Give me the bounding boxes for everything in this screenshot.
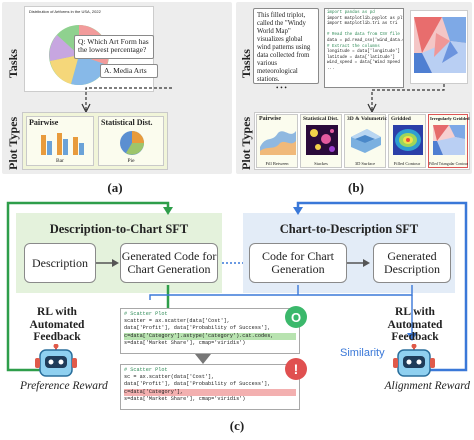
- panel-a-tasks-label: Tasks: [6, 49, 20, 78]
- bar-chart-thumbnail: [41, 133, 84, 155]
- plot-type-card-filled-triangular-contour: Irregularly Gridded Filled Triangular Co…: [428, 114, 470, 168]
- preference-reward-label: Preference Reward: [20, 380, 108, 392]
- description-bubble: This filled triplot, called the "Windy W…: [253, 8, 319, 84]
- good-badge-symbol: O: [290, 309, 302, 325]
- code-line: data = pd.read_csv('wind_data.csv'): [327, 38, 403, 43]
- similarity-label: Similarity: [340, 347, 385, 359]
- filled-contour-thumbnail: [393, 125, 423, 155]
- description-box-label: Description: [32, 255, 88, 270]
- rl-right-label: RL with Automated Feedback: [387, 306, 443, 343]
- bad-badge: !: [285, 358, 307, 380]
- code-line: latitude = data['latitude']: [327, 55, 395, 60]
- down-arrow-icon: [193, 352, 213, 366]
- plot-type-title: Pairwise: [259, 116, 281, 122]
- code-line: data['Profit'], data['Probability of Suc…: [124, 325, 271, 332]
- wind-map-thumbnail: [410, 10, 468, 84]
- plot-type-caption: Stackes: [314, 161, 328, 166]
- plot-type-caption: Bar: [56, 158, 64, 164]
- plot-type-title: Gridded: [391, 116, 411, 122]
- generated-code-box: Generated Code for Chart Generation: [120, 243, 218, 283]
- plot-type-card-stackes: Statistical Dist. Stackes: [300, 114, 342, 168]
- wind-map-graphic: [414, 17, 466, 73]
- plot-type-title: Irregularly Gridded: [430, 116, 470, 121]
- plot-type-caption: 3D Surface: [354, 161, 376, 166]
- left-sft-title: Description-to-Chart SFT: [49, 222, 189, 236]
- code-line: data['Profit'], data['Probability of Suc…: [124, 381, 271, 388]
- code-line: sc = ax.scatter(data['Cost'],: [124, 374, 215, 381]
- description-ellipsis: • • •: [276, 84, 287, 92]
- code-line: c=data['Category'].astype('category').ca…: [124, 332, 296, 340]
- plot-type-card-fill-between: Pairwise Fill Between: [256, 114, 298, 168]
- plot-type-title: Pairwise: [29, 118, 59, 127]
- code-line: import matplotlib.tri as tri: [327, 22, 398, 27]
- stackes-thumbnail: [306, 125, 338, 155]
- code-line: scatter = ax.scatter(data['Cost'],: [124, 318, 230, 325]
- fill-between-thumbnail: [260, 131, 296, 155]
- plot-type-caption: Filled Contour: [393, 161, 421, 166]
- code-line: # Scatter Plot: [124, 311, 168, 317]
- plot-type-caption: Pie: [127, 158, 135, 164]
- code-box-label: Code for Chart Generation: [262, 249, 334, 276]
- code-line: c=data['Category'],: [124, 388, 296, 396]
- code-line: # Extract the columns: [327, 44, 380, 49]
- code-line: # Scatter Plot: [124, 367, 168, 373]
- robot-icon-right: [392, 343, 436, 380]
- plot-type-title: Statistical Dist.: [101, 118, 153, 127]
- code-line: s=data['Market Share'], cmap='viridis'): [124, 395, 246, 402]
- plot-type-caption: Fill Between: [265, 161, 289, 166]
- panel-b-caption: (b): [348, 180, 364, 195]
- description-text: This filled triplot, called the "Windy W…: [257, 12, 311, 83]
- 3d-surface-thumbnail: [351, 129, 381, 153]
- panel-c-caption: (c): [229, 418, 245, 433]
- answer-bubble: A. Media Arts: [100, 64, 158, 78]
- code-line: ...: [327, 66, 335, 71]
- generated-code-box-label: Generated Code for Chart Generation: [121, 249, 217, 276]
- robot-icon-left: [34, 343, 78, 380]
- plot-type-card-pie: Statistical Dist. Pie: [98, 116, 164, 166]
- code-line: longitude = data['longitude']: [327, 50, 400, 55]
- description-box: Description: [24, 243, 96, 283]
- plot-type-title: Statistical Dist.: [303, 116, 339, 122]
- code-line: import matplotlib.pyplot as plt: [327, 16, 404, 21]
- code-line: s=data['Market Share'], cmap='viridis'): [124, 339, 246, 346]
- panel-b-connector: [367, 84, 445, 114]
- code-line: import pandas as pd: [327, 11, 375, 15]
- plot-type-card-filled-contour: Gridded Filled Contour: [388, 114, 426, 168]
- answer-text: A. Media Arts: [104, 66, 147, 75]
- question-text: Q: Which Art Form has the lowest percent…: [78, 37, 149, 54]
- code-line: wind_speed = data['Wind Speed (m/s)']: [327, 61, 403, 66]
- panel-b-tasks-label: Tasks: [239, 49, 253, 78]
- pie-chart-title: Distribution of Artforms in the USA, 202…: [29, 9, 101, 14]
- right-sft-title: Chart-to-Description SFT: [279, 222, 419, 236]
- generated-description-box-label: Generated Description: [384, 249, 440, 276]
- alignment-reward-label: Alignment Reward: [384, 380, 471, 392]
- question-bubble: Q: Which Art Form has the lowest percent…: [74, 35, 154, 59]
- plot-type-card-bar: Pairwise Bar: [26, 116, 94, 166]
- generated-description-box: Generated Description: [373, 243, 451, 283]
- good-badge: O: [285, 306, 307, 328]
- bad-badge-symbol: !: [293, 361, 299, 377]
- plot-type-caption: Filled Triangular Contour: [429, 162, 469, 166]
- code-line: # Read the data from CSV file: [327, 33, 400, 38]
- plot-type-title: 3D & Volumetric: [347, 116, 388, 122]
- panel-b-plot-types-label: Plot Types: [239, 116, 253, 170]
- pie-thumbnail: [120, 131, 144, 155]
- filled-triangular-contour-thumbnail: [433, 125, 465, 155]
- code-box-c: Code for Chart Generation: [249, 243, 347, 283]
- rl-left-label: RL with Automated Feedback: [29, 306, 85, 343]
- panel-a-caption: (a): [107, 180, 123, 195]
- plot-type-card-3d-surface: 3D & Volumetric 3D Surface: [344, 114, 388, 168]
